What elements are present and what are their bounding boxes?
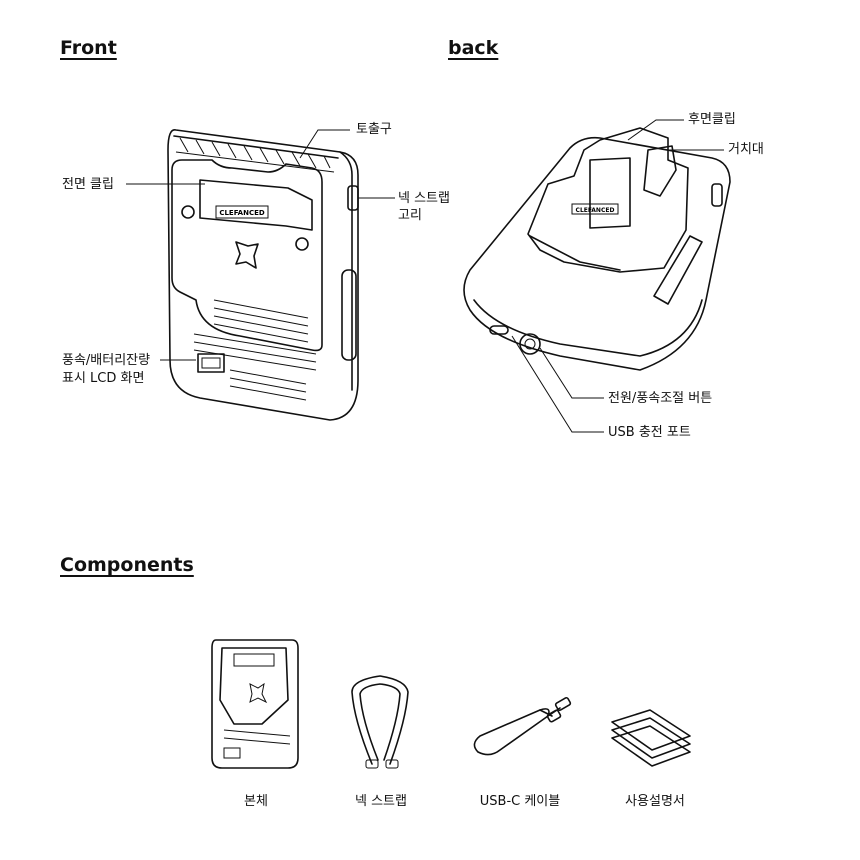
label-power-button: 전원/풍속조절 버튼 <box>608 391 713 406</box>
neck-strap-icon <box>351 675 409 769</box>
fan-body-icon <box>211 639 299 769</box>
label-outlet: 토출구 <box>356 122 392 137</box>
caption-neck-strap: 넥 스트랩 <box>355 794 407 809</box>
front-device-illustration: CLEFANCED <box>167 129 359 421</box>
label-stand: 거치대 <box>728 142 764 157</box>
caption-usb-cable: USB-C 케이블 <box>479 794 561 809</box>
label-lcd-1: 풍속/배터리잔량 <box>62 353 151 368</box>
front-heading: Front <box>60 37 117 59</box>
label-front-clip: 전면 클립 <box>62 177 114 192</box>
label-neck-strap-loop-2: 고리 <box>398 208 422 223</box>
label-neck-strap-loop-1: 넥 스트랩 <box>398 191 450 206</box>
back-device-illustration: CLEFANCED <box>463 127 731 371</box>
label-usb-port: USB 충전 포트 <box>608 425 691 440</box>
manual-icon <box>611 709 691 767</box>
back-heading: back <box>448 37 499 59</box>
usb-cable-icon <box>473 696 572 756</box>
label-rear-clip: 후면클립 <box>688 112 736 127</box>
label-lcd-2: 표시 LCD 화면 <box>62 371 145 386</box>
back-brand-text: CLEFANCED <box>576 207 615 214</box>
caption-manual: 사용설명서 <box>625 794 685 809</box>
caption-body: 본체 <box>244 794 268 809</box>
components-heading: Components <box>60 554 194 576</box>
front-brand-text: CLEFANCED <box>219 209 265 217</box>
